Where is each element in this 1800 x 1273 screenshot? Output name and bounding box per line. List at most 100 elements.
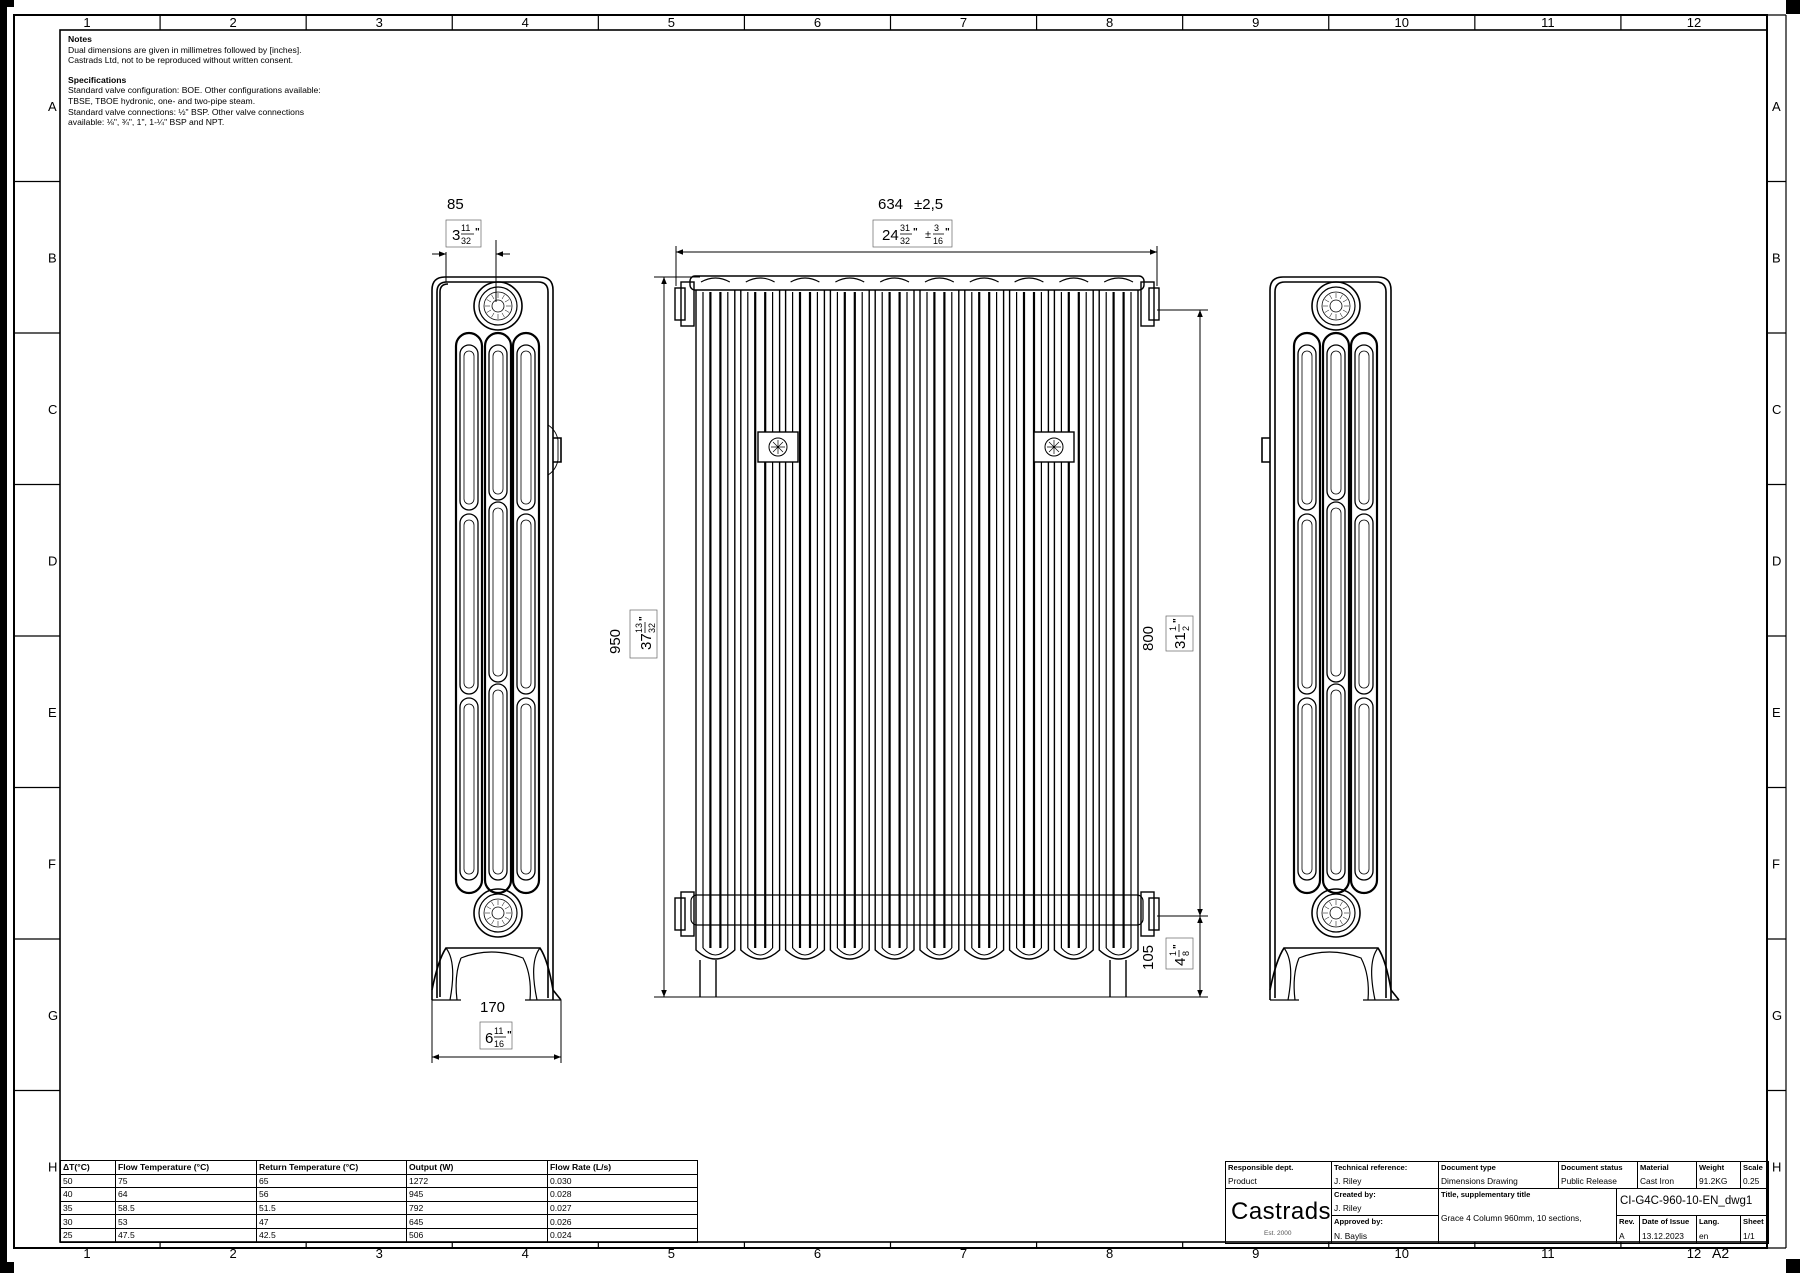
section bbox=[964, 290, 1005, 960]
grid-column-label: 7 bbox=[960, 1246, 967, 1261]
document-number-cell: CI-G4C-960-10-EN_dwg1 bbox=[1617, 1189, 1768, 1216]
drawing-title: Grace 4 Column 960mm, 10 sections, bbox=[1441, 1213, 1582, 1223]
section bbox=[784, 290, 826, 960]
grid-column-label: 5 bbox=[668, 15, 675, 30]
section bbox=[695, 290, 736, 960]
title-cell: Title, supplementary title Grace 4 Colum… bbox=[1439, 1189, 1617, 1243]
field-label: Date of Issue bbox=[1642, 1217, 1690, 1226]
grid-row-label: D bbox=[1772, 553, 1781, 568]
grid-row-label: C bbox=[1772, 402, 1781, 417]
dim-centres-in-num: 1 bbox=[1168, 626, 1178, 631]
field-label: Lang. bbox=[1699, 1217, 1720, 1226]
svg-text:": " bbox=[913, 227, 918, 238]
table-cell: 35 bbox=[60, 1200, 116, 1216]
field-value: J. Riley bbox=[1334, 1203, 1362, 1213]
svg-text:": " bbox=[507, 1030, 512, 1041]
grid-row-label: F bbox=[48, 856, 56, 871]
grid-column-label: 8 bbox=[1106, 1246, 1113, 1261]
grid-column-label: 10 bbox=[1395, 15, 1409, 30]
column-header: ΔT(°C) bbox=[60, 1160, 116, 1175]
field-label: Approved by: bbox=[1334, 1217, 1383, 1226]
field-label: Material bbox=[1640, 1163, 1669, 1172]
field-value: en bbox=[1699, 1231, 1709, 1241]
port-plug bbox=[483, 291, 513, 321]
table-cell: 53 bbox=[115, 1214, 257, 1229]
section bbox=[1098, 290, 1139, 960]
table-cell: 945 bbox=[406, 1187, 548, 1202]
document-status-cell: Document status Public Release bbox=[1559, 1162, 1638, 1189]
side-view-left-detail bbox=[454, 281, 541, 938]
grid-row-label: G bbox=[1772, 1008, 1782, 1023]
column-header: Flow Rate (L/s) bbox=[547, 1160, 698, 1175]
field-label: Sheet bbox=[1743, 1217, 1764, 1226]
column-channel bbox=[1321, 331, 1351, 895]
field-label: Scale bbox=[1743, 1163, 1763, 1172]
table-cell: 47 bbox=[256, 1214, 407, 1229]
table-header-row: ΔT(°C) Flow Temperature (°C) Return Temp… bbox=[60, 1160, 698, 1175]
table-row: 25 47.5 42.5 506 0.024 bbox=[60, 1227, 698, 1243]
section bbox=[1053, 290, 1094, 960]
table-row: 30 53 47 645 0.026 bbox=[60, 1214, 698, 1229]
table-cell: 506 bbox=[406, 1227, 548, 1243]
grid-column-label: 10 bbox=[1395, 1246, 1409, 1261]
column-header: Flow Temperature (°C) bbox=[115, 1160, 257, 1175]
spec-line: Standard valve configuration: BOE. Other… bbox=[68, 85, 321, 96]
field-value: 91.2KG bbox=[1699, 1176, 1728, 1186]
table-cell: 30 bbox=[60, 1214, 116, 1229]
grid-column-label: 7 bbox=[960, 15, 967, 30]
dimension-lines bbox=[431, 219, 1208, 1063]
dim-width-in-den: 32 bbox=[900, 236, 910, 246]
port-plug bbox=[1321, 898, 1351, 928]
performance-table: ΔT(°C) Flow Temperature (°C) Return Temp… bbox=[60, 1160, 698, 1243]
dim-height-in-whole: 37 bbox=[638, 633, 655, 650]
grid-column-label: 2 bbox=[230, 1246, 237, 1261]
grid-row-label: H bbox=[48, 1159, 57, 1174]
grid-column-label: 6 bbox=[814, 1246, 821, 1261]
table-cell: 792 bbox=[406, 1200, 548, 1216]
table-cell: 51.5 bbox=[256, 1200, 407, 1216]
field-value: Dimensions Drawing bbox=[1441, 1176, 1518, 1186]
field-label: Responsible dept. bbox=[1228, 1163, 1294, 1172]
table-cell: 0.027 bbox=[547, 1200, 698, 1216]
front-view-outline bbox=[674, 281, 1160, 997]
dim-floor-mm: 105 bbox=[1140, 945, 1157, 970]
grid-column-label: 12 bbox=[1687, 1246, 1701, 1261]
notes-block: Notes Dual dimensions are given in milli… bbox=[68, 34, 368, 128]
sheet-size: A2 bbox=[1712, 1245, 1729, 1261]
grid-row-label: A bbox=[48, 99, 57, 114]
table-cell: 56 bbox=[256, 1187, 407, 1202]
port-plug bbox=[1321, 291, 1351, 321]
grid-column-label: 3 bbox=[376, 15, 383, 30]
grid-row-label: E bbox=[48, 705, 57, 720]
field-label: Document status bbox=[1561, 1163, 1623, 1172]
field-label: Technical reference: bbox=[1334, 1163, 1408, 1172]
grid-column-label: 11 bbox=[1541, 15, 1555, 30]
table-row: 40 64 56 945 0.028 bbox=[60, 1187, 698, 1202]
logo-cell: Castrads Est. 2000 bbox=[1226, 1189, 1332, 1243]
field-label: Created by: bbox=[1334, 1190, 1376, 1199]
notes-line: Castrads Ltd, not to be reproduced witho… bbox=[68, 55, 293, 66]
grid-zone-ticks bbox=[14, 14, 1787, 1249]
material-cell: Material Cast Iron bbox=[1638, 1162, 1697, 1189]
document-number: CI-G4C-960-10-EN_dwg1 bbox=[1620, 1195, 1753, 1207]
port-boss bbox=[1311, 888, 1361, 938]
dim-width-mm: 634 bbox=[878, 196, 903, 213]
top-manifold bbox=[689, 275, 1145, 291]
field-value: 0.25 bbox=[1743, 1176, 1760, 1186]
grid-column-label: 5 bbox=[668, 1246, 675, 1261]
field-value: Product bbox=[1228, 1176, 1257, 1186]
field-value: Cast Iron bbox=[1640, 1176, 1674, 1186]
section bbox=[1008, 290, 1050, 960]
port-plug bbox=[483, 898, 513, 928]
sheet-cell: Sheet 1/1 bbox=[1741, 1216, 1768, 1243]
dim-width-tol: ±2,5 bbox=[914, 196, 943, 213]
port-boss bbox=[473, 281, 523, 331]
table-cell: 64 bbox=[115, 1187, 257, 1202]
notes-line: Dual dimensions are given in millimetres… bbox=[68, 44, 302, 55]
table-cell: 65 bbox=[256, 1173, 407, 1189]
grid-column-label: 12 bbox=[1687, 15, 1701, 30]
dim-centres-in-whole: 31 bbox=[1172, 632, 1189, 649]
section bbox=[919, 290, 960, 960]
grid-column-label: 4 bbox=[522, 15, 529, 30]
